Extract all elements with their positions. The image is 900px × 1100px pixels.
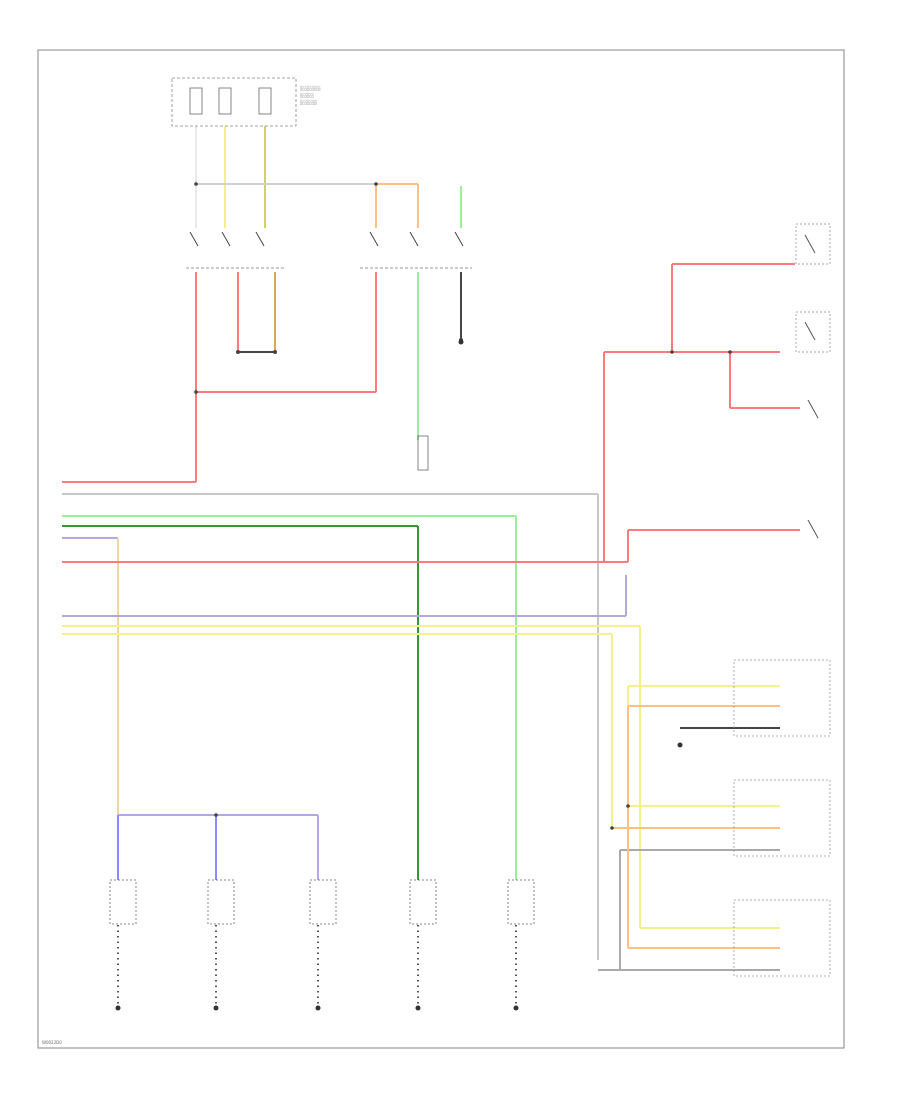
relay-left — [186, 231, 286, 269]
svg-text:░░░░: ░░░░ — [300, 92, 314, 99]
svg-text:░░░░░: ░░░░░ — [300, 99, 317, 106]
door-lock-switches — [733, 659, 831, 977]
bottom-switches — [109, 879, 535, 925]
wires — [62, 118, 800, 1005]
svg-text:░░░░░░: ░░░░░░ — [300, 85, 321, 92]
diagram-border — [37, 49, 845, 1049]
ground-symbols — [115, 339, 683, 1011]
lamp — [417, 435, 429, 471]
right-switches-top — [795, 223, 831, 539]
fuse-panel: ░░░░░░ ░░░░ ░░░░░ — [171, 77, 321, 127]
footer-code: W0022D0 — [42, 1040, 62, 1045]
relay-right — [360, 231, 472, 269]
